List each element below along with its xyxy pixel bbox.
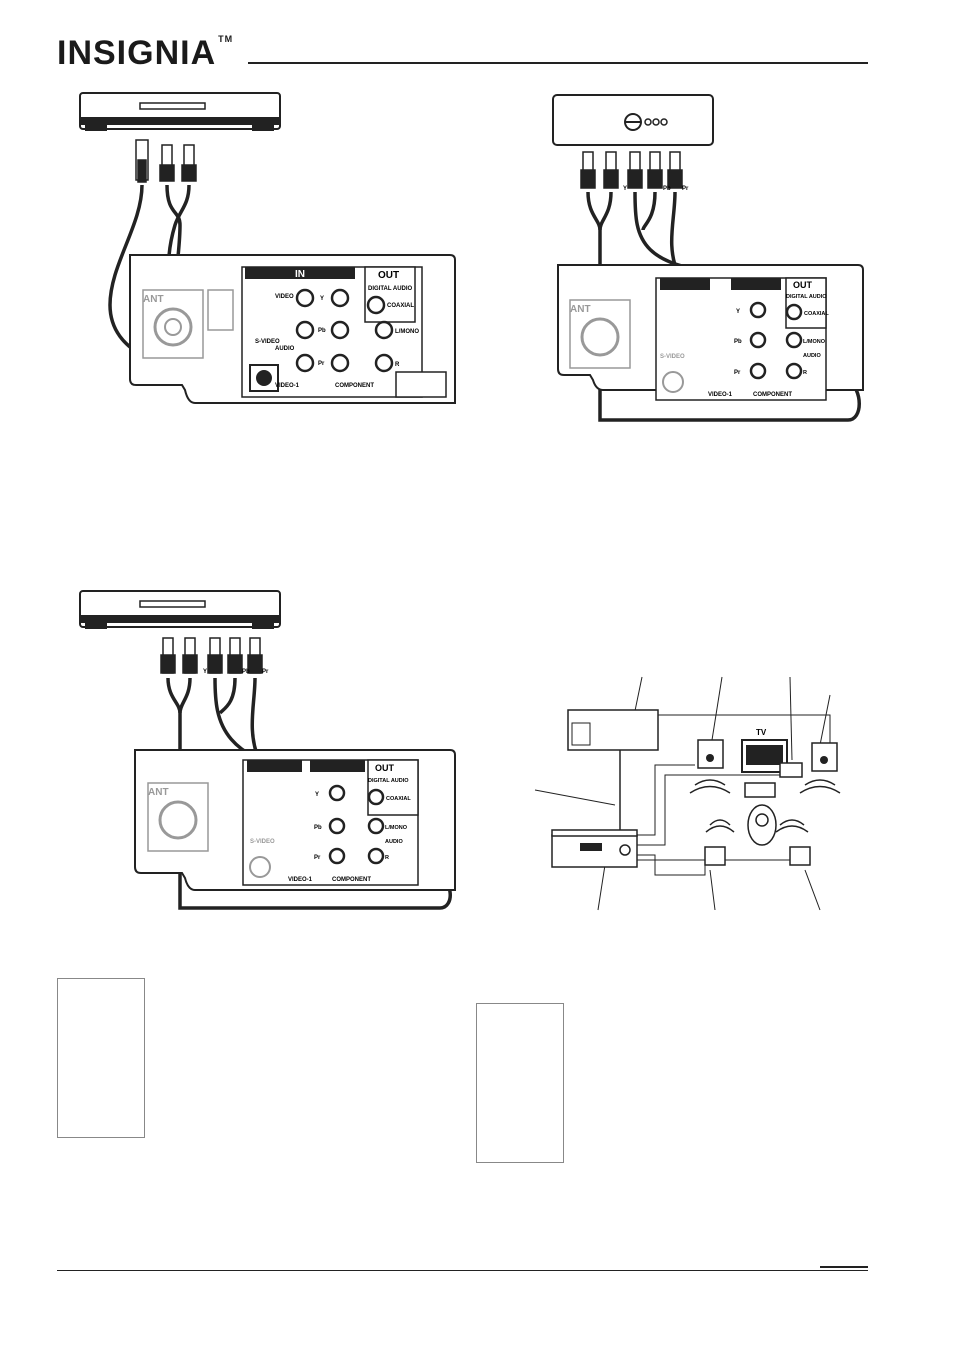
tv-back-panel: ANT OUT DIGITAL AUDIO COAXIAL Y Pb Pr L/… [134, 749, 456, 891]
panel-out-label: OUT [378, 270, 399, 281]
s-video-label: S-VIDEO [250, 839, 275, 845]
pr-label: Pr [318, 361, 325, 367]
digital-audio-label: DIGITAL AUDIO [786, 294, 827, 300]
speaker-rear-left [704, 846, 726, 866]
digital-audio-label: DIGITAL AUDIO [368, 778, 409, 784]
speaker-rear-right [789, 846, 811, 866]
callout-lines [534, 676, 831, 911]
cable-box [552, 94, 714, 146]
audio-label: AUDIO [803, 353, 821, 359]
dvd-player [79, 92, 281, 131]
figure-component-cablebox: Y Pb Pr ANT OUT DIGITAL AUDIO COAXIAL Y … [552, 94, 864, 422]
speaker-center [779, 762, 803, 778]
sound-waves [689, 779, 841, 833]
pr-label: Pr [314, 855, 321, 861]
note-box-right [476, 1003, 564, 1163]
av-receiver [551, 829, 638, 868]
video1-label: VIDEO-1 [708, 392, 733, 398]
figure-component-dvd: Y Pb Pr ANT OUT DIGITAL AUDIO COAXIAL Y … [79, 590, 456, 910]
r-label: R [385, 855, 389, 861]
plug-y-label: Y [203, 669, 207, 675]
component-label: COMPONENT [335, 383, 374, 389]
tv-back-panel: ANT OUT DIGITAL AUDIO COAXIAL Y Pb Pr L/… [557, 264, 864, 401]
y-label: Y [315, 792, 319, 798]
speaker-front-left [697, 739, 724, 769]
pb-label: Pb [318, 328, 326, 334]
coaxial-label: COAXIAL [386, 796, 411, 802]
coaxial-label: COAXIAL [387, 303, 414, 309]
video1-label: VIDEO-1 [288, 877, 313, 883]
y-label: Y [736, 309, 740, 315]
ant-label: ANT [570, 304, 591, 315]
ant-label: ANT [148, 787, 169, 798]
av-plugs [135, 139, 197, 183]
tv-label: TV [756, 728, 767, 737]
digital-audio-label: DIGITAL AUDIO [368, 286, 413, 292]
pr-label: Pr [734, 370, 741, 376]
plug-pr-label: Pr [262, 669, 269, 675]
dvd-player [79, 590, 281, 629]
s-video-label: S-VIDEO [660, 354, 685, 360]
s-video-label: S-VIDEO [255, 339, 280, 345]
header-rule [248, 62, 868, 64]
plug-pr-label: Pr [682, 186, 689, 192]
brand-name: INSIGNIA [57, 34, 217, 72]
plug-pb-label: Pb [242, 669, 250, 675]
tv-back-panel: ANT IN OUT DIGITAL AUDIO COAXIAL VIDEO Y… [129, 254, 456, 404]
footer-rule-accent [820, 1266, 868, 1268]
r-label: R [803, 370, 807, 376]
component-plugs [580, 151, 683, 189]
panel-out-label: OUT [375, 763, 395, 773]
l-mono-label: L/MONO [395, 329, 419, 335]
component-plugs [160, 637, 263, 674]
audio-label: AUDIO [275, 346, 295, 352]
speaker-front-right [811, 742, 838, 772]
y-label: Y [320, 296, 324, 302]
listener [747, 804, 777, 846]
audio-label: AUDIO [385, 839, 403, 845]
panel-out-label: OUT [793, 280, 813, 290]
component-label: COMPONENT [332, 877, 371, 883]
component-label: COMPONENT [753, 392, 792, 398]
l-mono-label: L/MONO [803, 339, 826, 345]
coaxial-label: COAXIAL [804, 311, 829, 317]
plug-pb-label: Pb [663, 186, 671, 192]
video-label: VIDEO [275, 294, 294, 300]
subwoofer [744, 782, 776, 798]
ant-label: ANT [143, 294, 164, 305]
note-box-left [57, 978, 145, 1138]
brand-tm: TM [218, 34, 234, 44]
panel-in-label: IN [295, 269, 305, 280]
plug-y-label: Y [623, 186, 627, 192]
figure-surround-layout: TV [534, 676, 841, 911]
pb-label: Pb [314, 825, 322, 831]
footer-rule [57, 1270, 868, 1271]
pb-label: Pb [734, 339, 742, 345]
figure-svideo-connection: ANT IN OUT DIGITAL AUDIO COAXIAL VIDEO Y… [79, 92, 456, 404]
video1-label: VIDEO-1 [275, 383, 300, 389]
r-label: R [395, 362, 400, 368]
l-mono-label: L/MONO [385, 825, 408, 831]
